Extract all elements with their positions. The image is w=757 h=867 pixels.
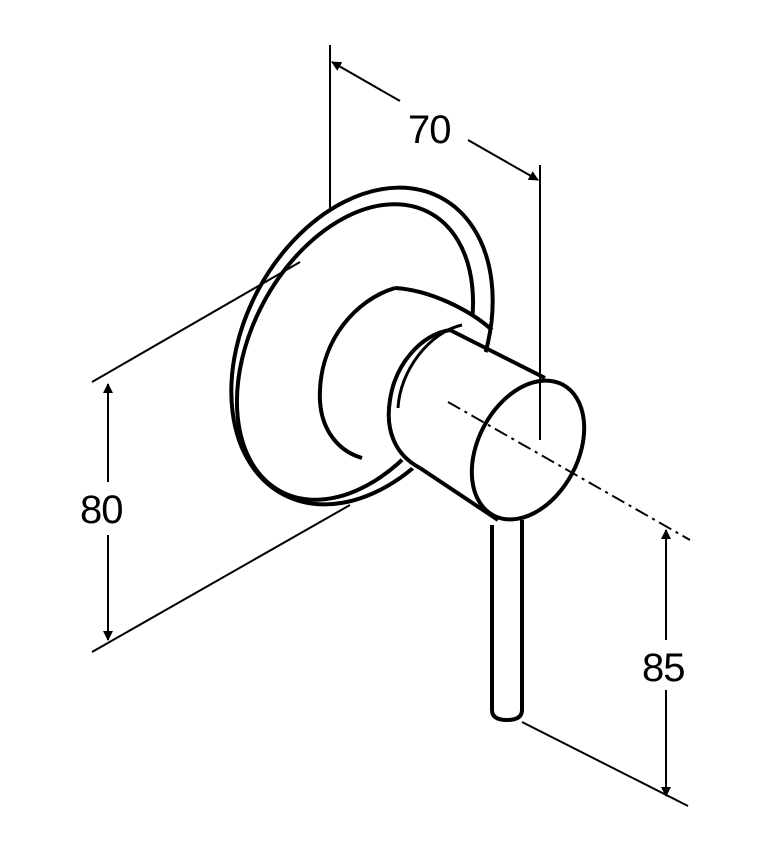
dimension-label-70: 70 bbox=[408, 108, 451, 152]
dim-line-70-a bbox=[331, 61, 401, 102]
dimension-lines bbox=[103, 61, 671, 797]
dimension-label-80: 80 bbox=[80, 488, 123, 532]
dimension-label-85: 85 bbox=[642, 646, 685, 690]
extension-lines bbox=[91, 45, 689, 807]
center-axis bbox=[447, 401, 691, 541]
handle-cylinder bbox=[380, 323, 587, 522]
lever bbox=[490, 520, 524, 723]
dim-line-70-b bbox=[467, 139, 539, 181]
